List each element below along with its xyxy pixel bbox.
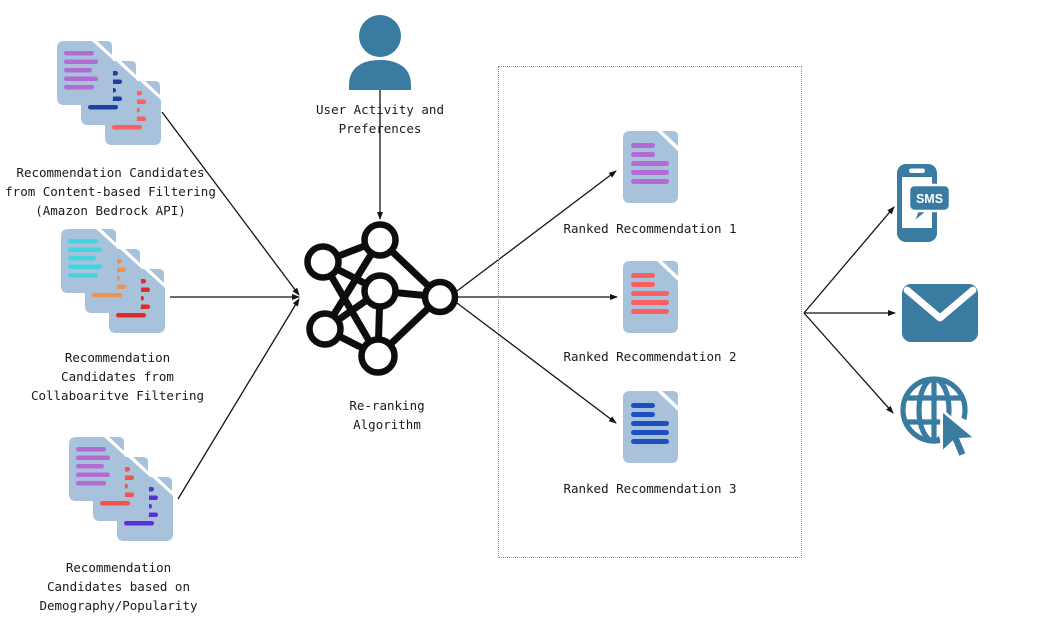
ranked-document-2-icon [623,261,678,333]
svg-text:SMS: SMS [916,192,943,206]
source-label-content-based: Recommendation Candidates from Content-b… [5,165,216,218]
source-label-collaborative: Recommendation Candidates from Collaboar… [30,350,205,403]
user-icon [349,15,411,90]
web-globe-cursor-icon [900,376,976,459]
ranked-document-3-icon [623,391,678,463]
ranked-results-box [498,66,802,558]
cursor-arrow [940,410,976,459]
arrow-demography-to-algorithm [177,298,300,500]
document-icon [61,229,117,293]
ranked-document-1-icon [623,131,678,203]
arrow-algorithm-to-rank3 [456,302,617,424]
document-icon [69,437,125,501]
arrow-box-to-sms [803,206,895,314]
ranked-label-3: Ranked Recommendation 3 [563,481,737,496]
arrow-algorithm-to-rank1 [456,170,617,292]
arrows [161,90,896,500]
algorithm-label: Re-ranking Algorithm [349,398,425,432]
sms-phone-icon: SMS [897,164,952,242]
user-input-label: User Activity and Preferences [316,102,444,136]
source-label-demography: Recommendation Candidates based on Demog… [39,560,198,613]
arrow-box-to-web [803,312,894,414]
ranked-label-2: Ranked Recommendation 2 [563,349,737,364]
neural-network-icon [304,221,459,376]
email-icon [902,284,978,342]
ranked-label-1: Ranked Recommendation 1 [563,221,737,236]
document-icon [57,41,113,105]
arrow-content-to-algorithm [161,111,300,296]
